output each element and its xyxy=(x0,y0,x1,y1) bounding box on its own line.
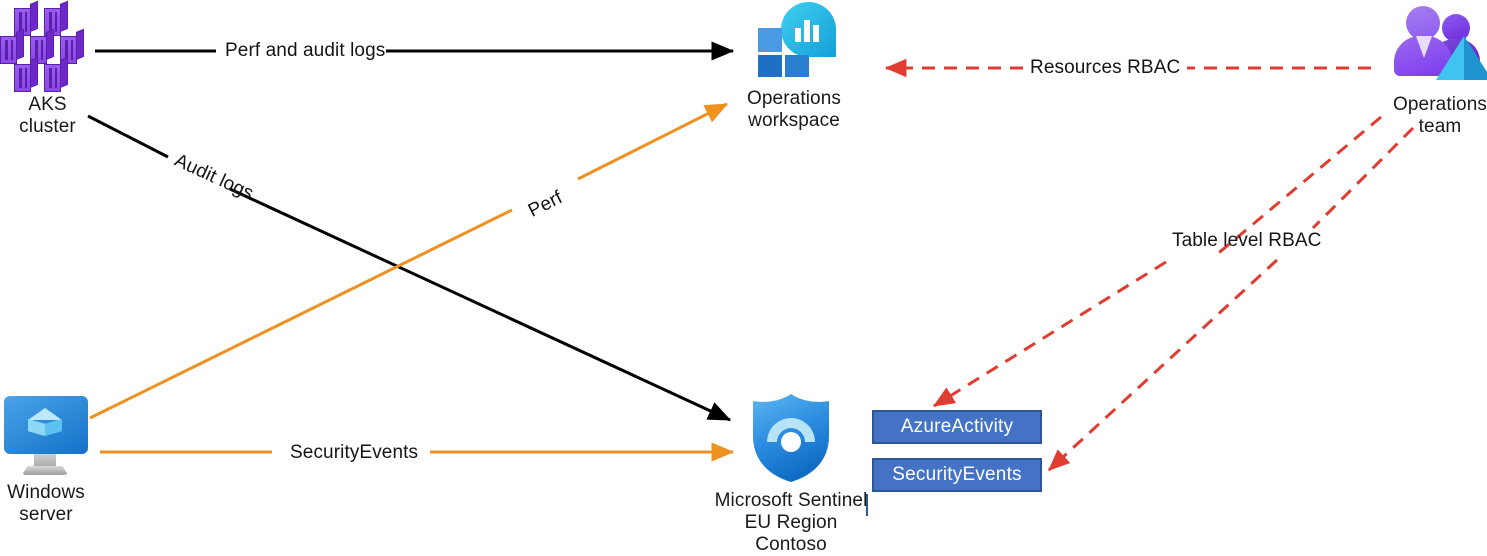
edge-audit-logs xyxy=(87,114,732,422)
node-aks-cluster[interactable]: AKS cluster xyxy=(0,0,95,138)
node-label-microsoft-sentinel: Microsoft Sentinel EU Region Contoso xyxy=(714,490,868,555)
microsoft-sentinel-icon xyxy=(748,392,834,484)
edge-table-level-rbac-azureactivity xyxy=(932,115,1382,408)
table-box-azureactivity[interactable]: AzureActivity xyxy=(872,410,1042,444)
node-operations-workspace[interactable]: Operations workspace xyxy=(738,2,850,132)
windows-server-icon xyxy=(0,396,92,478)
edge-label-perf-and-audit-logs: Perf and audit logs xyxy=(225,40,386,61)
node-microsoft-sentinel[interactable]: Microsoft Sentinel EU Region Contoso xyxy=(712,392,870,556)
node-operations-team[interactable]: Operations team xyxy=(1390,2,1487,138)
node-label-aks-cluster: AKS cluster xyxy=(19,94,76,137)
node-label-operations-workspace: Operations workspace xyxy=(747,88,841,131)
node-windows-server[interactable]: Windows server xyxy=(0,396,92,526)
log-analytics-icon xyxy=(752,2,836,80)
text-caret xyxy=(866,494,868,516)
node-label-windows-server: Windows server xyxy=(7,482,85,525)
operations-team-icon xyxy=(1390,2,1487,86)
table-box-securityevents[interactable]: SecurityEvents xyxy=(872,458,1042,492)
edge-label-resources-rbac: Resources RBAC xyxy=(1030,57,1181,78)
edge-table-level-rbac-securityevents xyxy=(1047,126,1415,472)
aks-cluster-icon xyxy=(0,0,92,92)
node-label-operations-team: Operations team xyxy=(1393,94,1487,137)
edge-perf xyxy=(89,102,729,420)
edge-label-table-level-rbac: Table level RBAC xyxy=(1172,230,1322,251)
edge-label-securityevents: SecurityEvents xyxy=(290,442,419,463)
